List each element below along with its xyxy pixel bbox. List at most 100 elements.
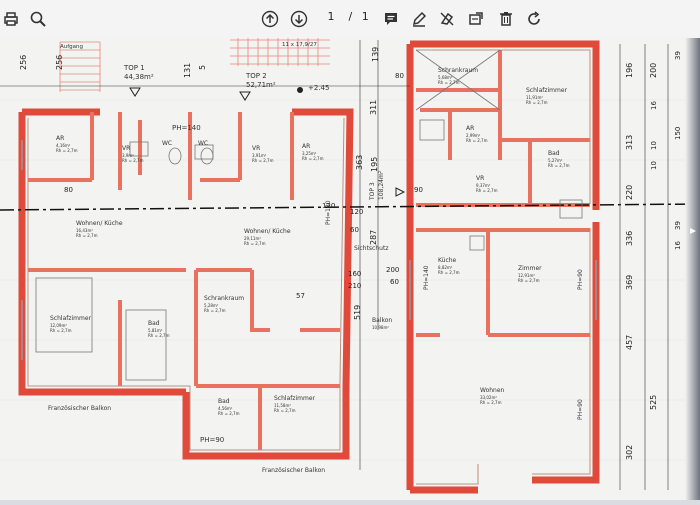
room-area: 8,82m² — [438, 265, 453, 270]
room-name: Bad — [148, 320, 160, 327]
dimension-label: 287 — [369, 230, 378, 245]
room-height: Rh = 2,7m — [526, 100, 548, 105]
dimension-label: 60 — [350, 226, 359, 234]
dimension-label: 10 — [650, 161, 658, 170]
dimension-label: 57 — [296, 292, 305, 300]
aufgang-label: Aufgang — [60, 44, 83, 50]
room-name: Balkon — [372, 317, 392, 324]
room-height: Rh = 2,7m — [438, 270, 460, 275]
dimension-label: 457 — [625, 335, 634, 350]
dimension-label: 5 — [198, 65, 207, 70]
room-name: Schlafzimmer — [50, 315, 92, 322]
rotate-button[interactable] — [523, 8, 545, 30]
dimension-label: 200 — [649, 63, 658, 78]
dimension-label: 210 — [348, 282, 361, 290]
pen-icon — [412, 11, 427, 27]
room-area: 4,56m² — [218, 406, 233, 411]
room-area: 11,91m² — [526, 95, 543, 100]
dimension-label: 200 — [386, 266, 399, 274]
room-name: Schlafzimmer — [274, 395, 316, 402]
dimension-label: 196 — [625, 63, 634, 78]
page-down-button[interactable] — [288, 8, 310, 30]
room-area: 3,91m² — [252, 153, 267, 158]
room-height: Rh = 2,7m — [480, 400, 502, 405]
dimension-label: 10 — [650, 141, 658, 150]
room-height: Rh = 2,7m — [204, 308, 226, 313]
dimension-label: 519 — [353, 305, 362, 320]
page-down-icon — [290, 10, 308, 28]
dimension-label: 336 — [625, 231, 634, 246]
dimension-label: 39 — [674, 51, 682, 60]
room-area: 9,37m² — [476, 183, 491, 188]
dimension-label: 525 — [649, 395, 658, 410]
height-label: PH=140 — [423, 265, 430, 290]
dimension-label: 256 — [19, 55, 28, 70]
stamp-button[interactable] — [465, 8, 487, 30]
height-label: PH=140 — [172, 124, 201, 132]
page-number-input[interactable]: 1 — [327, 10, 335, 23]
unit-label: TOP 1 — [123, 64, 145, 72]
delete-button[interactable] — [495, 8, 517, 30]
room-height: Rh = 2,7m — [148, 333, 170, 338]
dimension-label: 120 — [322, 202, 335, 210]
room-name: Schrankraum — [204, 295, 244, 302]
room-name: Wohnen/ Küche — [76, 220, 123, 227]
dimension-label: 256 — [55, 55, 64, 70]
dimension-label: 363 — [355, 155, 364, 170]
room-height: Rh = 2,7m — [122, 158, 144, 163]
room-height: Rh = 2,7m — [76, 233, 98, 238]
level-marker — [297, 87, 303, 93]
print-button[interactable] — [0, 8, 22, 30]
erase-button[interactable] — [436, 8, 458, 30]
dimension-label: 120 — [350, 208, 363, 216]
comment-button[interactable] — [380, 8, 402, 30]
dimension-label: 220 — [625, 185, 634, 200]
room-name: VR — [476, 175, 484, 182]
dimension-label: 311 — [369, 100, 378, 115]
room-name: AR — [56, 135, 64, 142]
room-height: Rh = 2,7m — [218, 411, 240, 416]
room-name: Zimmer — [518, 265, 542, 272]
level-label: +2.45 — [308, 84, 329, 92]
room-name: Schlafzimmer — [526, 87, 568, 94]
balcony-label: Französischer Balkon — [262, 467, 325, 474]
room-area: 16,43m² — [76, 228, 93, 233]
room-height: Rh = 2,7m — [56, 148, 78, 153]
room-height: Rh = 2,7m — [50, 328, 72, 333]
dimension-label: 160 — [348, 270, 361, 278]
zoom-button[interactable] — [27, 8, 49, 30]
room-name: Bad — [218, 398, 230, 405]
screen-label: Sichtschutz — [354, 245, 388, 252]
scroll-right-icon[interactable] — [688, 226, 698, 236]
room-height: Rh = 2,7m — [244, 241, 266, 246]
dimension-label: 150 — [674, 127, 682, 140]
page-indicator: 1 / 1 — [320, 10, 372, 23]
unit-area: 52,71m² — [246, 81, 276, 89]
room-area: 29,11m² — [244, 236, 261, 241]
dimension-label: 195 — [370, 157, 379, 172]
room-area: 3,9m² — [122, 153, 134, 158]
room-name: Wohnen/ Küche — [244, 228, 291, 235]
room-name: Bad — [548, 150, 560, 157]
dimension-label: 313 — [625, 135, 634, 150]
comment-icon — [385, 13, 397, 25]
room-height: Rh = 2,7m — [466, 138, 488, 143]
dimension-label: 139 — [371, 47, 380, 62]
dimension-label: 16 — [650, 101, 658, 110]
room-area: 4,16m² — [56, 143, 71, 148]
room-area: 5,28m² — [204, 303, 219, 308]
erase-icon — [440, 12, 454, 26]
page-up-button[interactable] — [259, 8, 281, 30]
room-name: Wohnen — [480, 387, 505, 394]
screen-edge — [685, 38, 700, 500]
print-icon — [4, 12, 18, 26]
room-height: Rh = 2,7m — [476, 188, 498, 193]
balcony-label: Französischer Balkon — [48, 405, 111, 412]
document-viewer[interactable]: Aufgang TOP 1 44,38m² TOP 2 52,71m² +2.4… — [0, 38, 700, 500]
room-name: VR — [252, 145, 260, 152]
room-height: Rh = 2,7m — [302, 156, 324, 161]
room-name: WC — [162, 140, 172, 147]
dimension-label: 60 — [390, 278, 399, 286]
pen-button[interactable] — [408, 8, 430, 30]
height-label: PH=90 — [577, 269, 584, 290]
